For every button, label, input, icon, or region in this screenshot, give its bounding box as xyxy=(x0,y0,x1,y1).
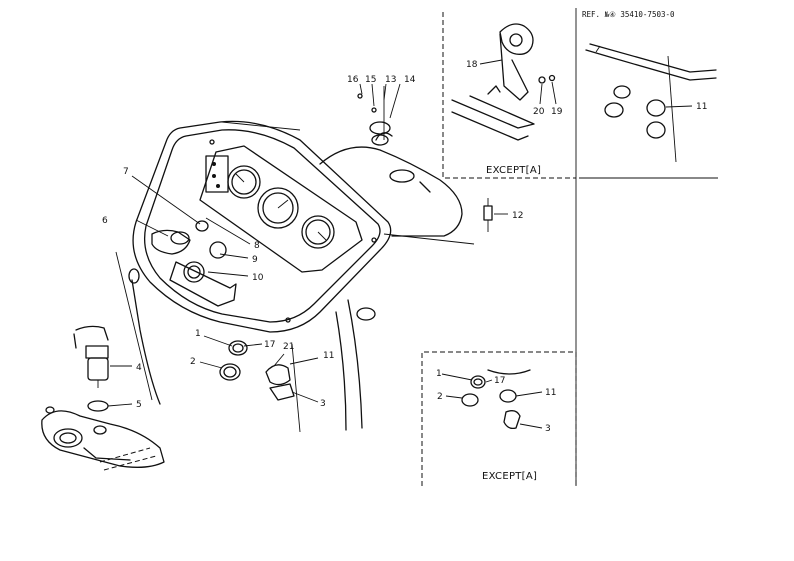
callout-4: 4 xyxy=(136,363,142,373)
callout-17: 17 xyxy=(264,340,275,350)
callout-1-inset: 1 xyxy=(436,369,442,379)
callout-18: 18 xyxy=(466,60,478,70)
socket-ring xyxy=(604,102,624,118)
callout-10: 10 xyxy=(252,273,264,283)
callout-15: 15 xyxy=(365,75,376,85)
callout-2-inset: 2 xyxy=(437,392,443,402)
except-inset-bottom: 1 17 2 11 3 EXCEPT[A] xyxy=(436,369,556,482)
gauge-center xyxy=(257,187,299,229)
glow-switch xyxy=(209,241,227,259)
horn xyxy=(499,23,534,55)
reference-number: REF. №④ 35410-7503-0 xyxy=(582,10,675,19)
fuel-cap xyxy=(389,169,415,183)
callout-14: 14 xyxy=(404,75,416,85)
washer xyxy=(87,400,109,412)
callout-1: 1 xyxy=(195,329,201,339)
caption-except-top: EXCEPT[A] xyxy=(486,165,541,176)
callout-17-inset: 17 xyxy=(494,376,505,386)
pilot-lamp xyxy=(195,220,209,232)
callout-12: 12 xyxy=(512,211,523,221)
socket-cap xyxy=(613,85,631,99)
fuel-tank: 16 15 13 14 xyxy=(319,75,463,237)
callout-21: 21 xyxy=(283,342,294,352)
socket xyxy=(183,261,205,283)
caption-except-bottom: EXCEPT[A] xyxy=(482,471,537,482)
horn-panel: 18 20 19 EXCEPT[A] xyxy=(451,23,563,176)
rubber-grommet-2 xyxy=(646,121,666,139)
dashboard-panel: 6 7 8 9 10 xyxy=(102,120,475,433)
key-switch xyxy=(151,229,191,255)
callout-2: 2 xyxy=(190,357,196,367)
callout-7: 7 xyxy=(123,167,129,177)
callout-13: 13 xyxy=(385,75,396,85)
relay-assembly: 4 5 xyxy=(41,325,165,471)
callout-9: 9 xyxy=(252,255,258,265)
callout-6: 6 xyxy=(102,216,108,226)
callout-3: 3 xyxy=(320,399,326,409)
reference-panel: REF. №④ 35410-7503-0 11 xyxy=(582,10,717,163)
callout-5: 5 xyxy=(136,400,142,410)
callout-16: 16 xyxy=(347,75,359,85)
callout-11-ref: 11 xyxy=(696,102,707,112)
callout-11-inset: 11 xyxy=(545,388,556,398)
callout-19: 19 xyxy=(551,107,563,117)
panel-dividers xyxy=(421,8,718,486)
rubber-grommet xyxy=(646,99,666,117)
gauge-right xyxy=(301,215,335,249)
relay xyxy=(87,357,109,381)
callout-11: 11 xyxy=(323,351,334,361)
switch-parts: 1 2 3 11 17 21 xyxy=(190,329,334,409)
callout-3-inset: 3 xyxy=(545,424,551,434)
callout-20: 20 xyxy=(533,107,545,117)
indicator-block xyxy=(205,155,229,193)
callout-8: 8 xyxy=(254,241,260,251)
sender-unit: 12 xyxy=(483,198,523,232)
